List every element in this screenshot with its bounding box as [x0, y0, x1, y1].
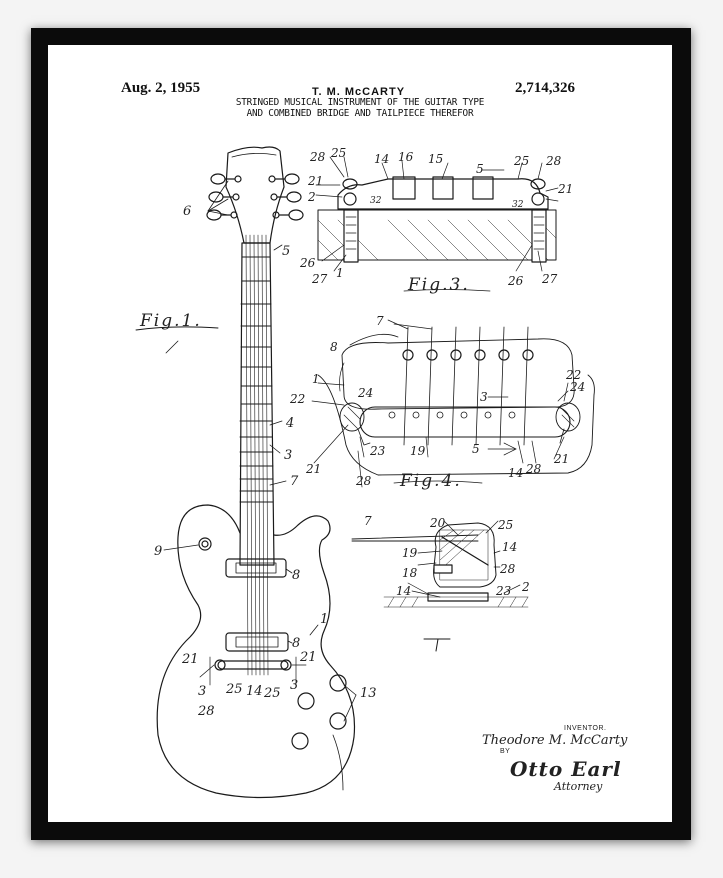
numeral-fig3-32a: 32	[370, 196, 382, 206]
numeral-fig4-24b: 24	[569, 380, 585, 394]
numeral-fig4-24a: 24	[357, 386, 373, 400]
numeral-fig4-7: 7	[376, 314, 384, 328]
headstock	[225, 146, 285, 244]
numeral-fig3-28a: 28	[309, 150, 326, 164]
numeral-fig5-20: 20	[429, 516, 446, 530]
figure-4-drawing	[311, 319, 595, 488]
numeral-body-28: 28	[197, 704, 215, 719]
figure-3-label: Fig.3.	[408, 275, 470, 295]
numeral-fig5-28: 28	[499, 562, 516, 576]
numeral-fig3-27a: 27	[311, 272, 328, 286]
guitar-drawing	[156, 146, 357, 799]
control-knobs	[291, 674, 347, 750]
numeral-fig5-23: 23	[495, 584, 512, 598]
attorney-signature: Otto Earl	[510, 757, 622, 781]
numeral-fig4-23: 23	[369, 444, 386, 458]
numeral-fig5-14a: 14	[502, 540, 517, 554]
numeral-fig5-7: 7	[364, 514, 372, 528]
numeral-fig4-22b: 22	[565, 368, 581, 382]
numeral-fig3-16: 16	[398, 150, 414, 164]
bridge-pickup	[225, 632, 289, 652]
figure-3-drawing	[315, 156, 559, 272]
inventor-header: T. M. McCARTY	[312, 86, 406, 98]
tuners	[206, 173, 304, 221]
numeral-fig3-21b: 21	[557, 182, 573, 196]
numeral-body-3b: 3	[290, 678, 298, 693]
numeral-fig3-26a: 26	[299, 256, 316, 270]
numeral-body-3a: 3	[198, 684, 206, 699]
numeral-fig3-1: 1	[336, 266, 344, 280]
numeral-body-21a: 21	[181, 652, 199, 667]
figure-1-label: Fig.1.	[140, 311, 202, 331]
inventor-label: INVENTOR.	[564, 725, 607, 732]
numeral-fig4-28a: 28	[525, 462, 542, 476]
numeral-fig4-8: 8	[330, 340, 338, 354]
numeral-fig4-28b: 28	[355, 474, 372, 488]
numeral-fig3-21a: 21	[307, 174, 323, 188]
figure-5-drawing	[351, 520, 529, 652]
figure-4-label: Fig.4.	[400, 471, 462, 491]
numeral-fig5-18: 18	[402, 566, 418, 580]
numeral-fig4-21b: 21	[553, 452, 569, 466]
frets	[239, 256, 274, 503]
numeral-fig4-3: 3	[480, 390, 488, 404]
bridge	[217, 660, 289, 670]
numeral-fig4-14: 14	[508, 466, 523, 480]
numeral-fig4-19: 19	[410, 444, 426, 458]
numeral-fig5-14b: 14	[396, 584, 411, 598]
numeral-body-9: 9	[154, 544, 162, 559]
neck-pickup	[225, 558, 287, 578]
numeral-fig3-2: 2	[307, 190, 316, 204]
attorney-label: Attorney	[554, 780, 603, 793]
numeral-fig3-32b: 32	[512, 200, 524, 210]
patent-date: Aug. 2, 1955	[121, 80, 201, 96]
numeral-body-8b: 8	[292, 636, 300, 651]
numeral-fig4-22a: 22	[289, 392, 305, 406]
patent-title-line2: AND COMBINED BRIDGE AND TAILPIECE THEREF…	[246, 108, 474, 119]
numeral-fig4-21a: 21	[305, 462, 321, 476]
patent-drawing: 6 5 4 3 7 9 8 8 1 21 21 3 3 25 14 25 28 …	[135, 146, 595, 799]
numeral-fig3-14: 14	[374, 152, 389, 166]
pickup-poles	[402, 349, 534, 361]
numeral-fig5-19: 19	[402, 546, 418, 560]
neck	[239, 242, 275, 566]
strings	[245, 234, 269, 676]
numeral-body-25b: 25	[263, 686, 281, 701]
numeral-body-14: 14	[246, 684, 263, 699]
numeral-neck-7: 7	[290, 474, 299, 489]
selector-switch	[198, 537, 212, 551]
patent-number: 2,714,326	[515, 80, 575, 96]
fig4-strings	[403, 326, 529, 446]
numeral-fig3-5a: 5	[476, 162, 484, 176]
numeral-fig4-1: 1	[312, 372, 320, 386]
numeral-body-21b: 21	[299, 650, 317, 665]
numeral-fig3-27b: 27	[541, 272, 558, 286]
patent-sheet: Aug. 2, 1955 T. M. McCARTY 2,714,326 STR…	[48, 45, 672, 822]
numeral-neck-4: 4	[285, 416, 294, 431]
numeral-fig3-15: 15	[428, 152, 443, 166]
guitar-body	[156, 504, 356, 799]
inventor-signature-name: Theodore M. McCarty	[482, 733, 628, 748]
numeral-fig4-5: 5	[472, 442, 480, 456]
numeral-fig5-2: 2	[521, 580, 530, 594]
numeral-headstock-6: 6	[183, 204, 191, 219]
numeral-fig3-25a: 25	[330, 146, 346, 160]
numeral-fig3-28b: 28	[545, 154, 562, 168]
patent-title-line1: STRINGED MUSICAL INSTRUMENT OF THE GUITA…	[235, 97, 485, 108]
numeral-fig3-26b: 26	[507, 274, 524, 288]
numeral-body-25a: 25	[225, 682, 243, 697]
numeral-headstock-5: 5	[282, 244, 290, 259]
numeral-body-13: 13	[360, 686, 377, 701]
numeral-fig5-25: 25	[497, 518, 513, 532]
numeral-fig3-25b: 25	[513, 154, 529, 168]
numeral-body-1: 1	[320, 612, 328, 627]
numeral-body-8a: 8	[292, 568, 300, 583]
numeral-neck-3: 3	[284, 448, 292, 463]
by-label: BY	[500, 748, 511, 755]
